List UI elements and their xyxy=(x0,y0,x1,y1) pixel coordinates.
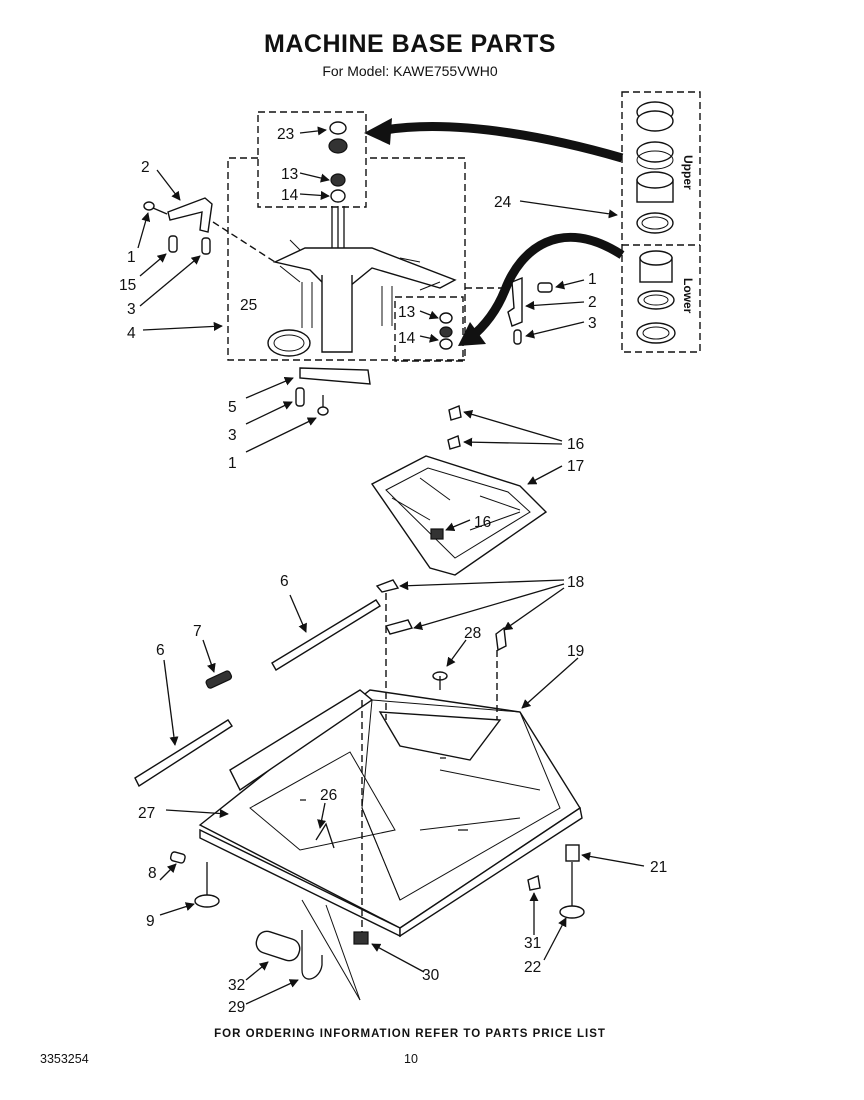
callout-9: 9 xyxy=(146,913,155,930)
page-title: MACHINE BASE PARTS xyxy=(264,30,556,58)
model-subtitle: For Model: KAWE755VWH0 xyxy=(322,63,498,79)
callout-27: 27 xyxy=(138,805,155,822)
callout-6: 6 xyxy=(156,642,165,659)
callout-22: 22 xyxy=(524,959,541,976)
callout-28: 28 xyxy=(464,625,481,642)
callout-21: 21 xyxy=(650,859,667,876)
callout-6: 6 xyxy=(280,573,289,590)
callout-18: 18 xyxy=(567,574,584,591)
callout-1: 1 xyxy=(588,271,597,288)
bearing-stack xyxy=(328,121,348,203)
seal-pair xyxy=(439,312,453,350)
callout-1: 1 xyxy=(127,249,136,266)
lower-arrow xyxy=(458,232,625,346)
callout-29: 29 xyxy=(228,999,245,1016)
bearing-inset: Upper Lower xyxy=(621,91,701,353)
callout-2: 2 xyxy=(588,294,597,311)
document-number: 3353254 xyxy=(40,1052,89,1066)
lower-bracket xyxy=(295,367,371,416)
upper-arrow xyxy=(364,118,624,163)
callout-19: 19 xyxy=(567,643,584,660)
callout-17: 17 xyxy=(567,458,584,475)
support-frame xyxy=(370,405,548,576)
callout-14: 14 xyxy=(398,330,416,347)
right-bracket-set xyxy=(465,276,553,345)
leader-lines xyxy=(137,126,645,1005)
callout-24: 24 xyxy=(494,194,512,211)
ordering-note: FOR ORDERING INFORMATION REFER TO PARTS … xyxy=(214,1028,606,1040)
callout-25: 25 xyxy=(240,297,257,314)
callout-26: 26 xyxy=(320,787,337,804)
callout-7: 7 xyxy=(193,623,202,640)
callout-15: 15 xyxy=(119,277,136,294)
ring-seal xyxy=(267,329,311,357)
lower-label: Lower xyxy=(681,278,695,314)
callout-14: 14 xyxy=(281,187,299,204)
machine-base xyxy=(198,689,583,938)
callout-numbers: 23 13 14 2 1 15 3 4 25 5 3 1 24 1 2 3 13… xyxy=(119,126,667,1016)
left-bracket-set xyxy=(143,197,276,263)
callout-31: 31 xyxy=(524,935,541,952)
callout-23: 23 xyxy=(277,126,294,143)
callout-16: 16 xyxy=(567,436,584,453)
callout-16: 16 xyxy=(474,514,491,531)
page-number: 10 xyxy=(404,1052,418,1066)
callout-5: 5 xyxy=(228,399,237,416)
callout-13: 13 xyxy=(398,304,415,321)
upper-dashed-box xyxy=(227,111,466,362)
callout-8: 8 xyxy=(148,865,157,882)
upper-bearings xyxy=(636,101,674,234)
callout-3: 3 xyxy=(228,427,237,444)
callout-3: 3 xyxy=(588,315,597,332)
callout-13: 13 xyxy=(281,166,298,183)
transmission-hub xyxy=(272,206,457,353)
small-hardware xyxy=(169,579,585,980)
callout-2: 2 xyxy=(141,159,150,176)
guide-lines xyxy=(301,593,498,1001)
upper-label: Upper xyxy=(681,155,695,190)
side-rails xyxy=(134,599,381,788)
callout-4: 4 xyxy=(127,325,136,342)
callout-32: 32 xyxy=(228,977,245,994)
lower-bearings xyxy=(636,250,676,344)
callout-1: 1 xyxy=(228,455,237,472)
callout-30: 30 xyxy=(422,967,440,984)
callout-3: 3 xyxy=(127,301,136,318)
